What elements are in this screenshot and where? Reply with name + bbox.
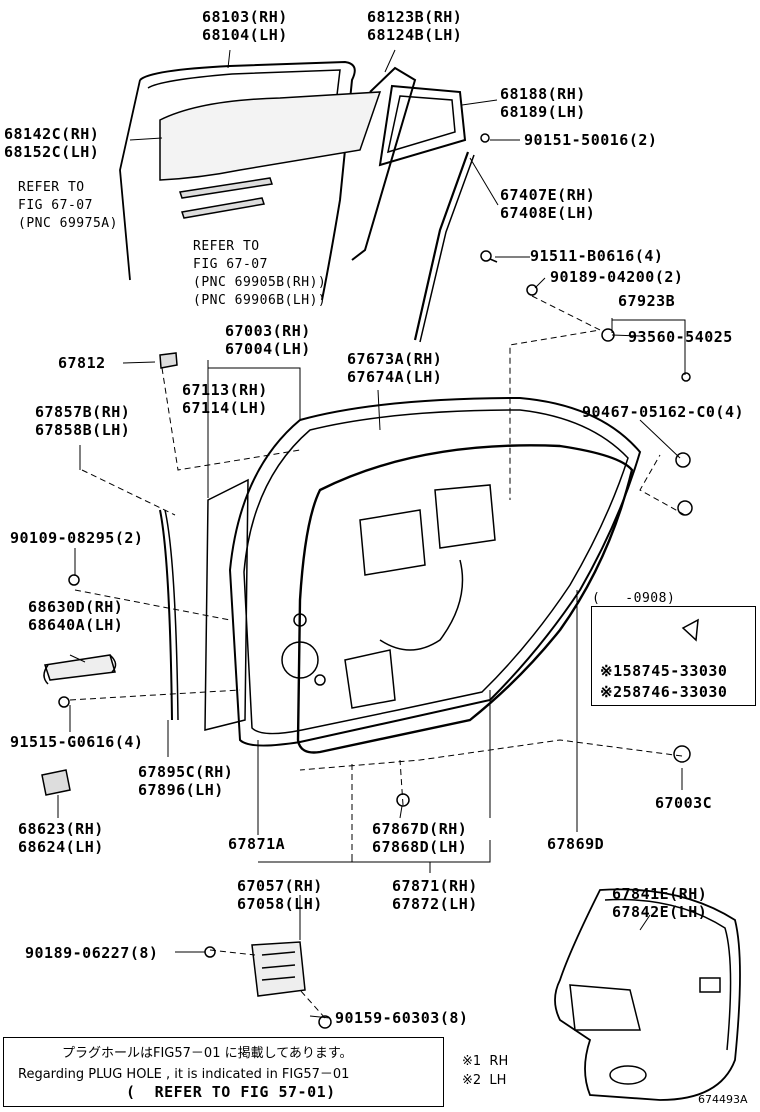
refer-note-2-line3: (PNC 69905B(RH)) xyxy=(193,275,327,290)
label-68124b: 68124B(LH) xyxy=(367,26,463,44)
door-hinge xyxy=(44,654,116,681)
label-67004: 67004(LH) xyxy=(225,340,311,358)
label-67857b: 67857B(RH) xyxy=(35,403,131,421)
label-91511: 91511-B0616(4) xyxy=(530,247,664,265)
label-67408e: 67408E(LH) xyxy=(500,204,596,222)
label-67872: 67872(LH) xyxy=(392,895,478,913)
label-68104: 68104(LH) xyxy=(202,26,288,44)
label-67673a: 67673A(RH) xyxy=(347,350,443,368)
refer-note-1-line1: REFER TO xyxy=(18,180,85,195)
door-check xyxy=(41,769,71,796)
refer-note-1-line3: (PNC 69975A) xyxy=(18,216,118,231)
label-67057: 67057(RH) xyxy=(237,877,323,895)
door-outer-panel xyxy=(228,396,642,747)
label-67812: 67812 xyxy=(58,354,106,372)
label-67867d: 67867D(RH) xyxy=(372,820,468,838)
label-67871: 67871(RH) xyxy=(392,877,478,895)
label-68142c: 68142C(RH) xyxy=(4,125,100,143)
note-line-jp: プラグホールはFIG57－01 に掲載してあります。 xyxy=(62,1046,353,1061)
label-67113: 67113(RH) xyxy=(182,381,268,399)
label-67841e: 67841E(RH) xyxy=(612,885,708,903)
label-68624: 68624(LH) xyxy=(18,838,104,856)
inset-part-1: ※158745-33030 xyxy=(600,662,728,680)
door-lock xyxy=(251,941,306,997)
label-67003: 67003(RH) xyxy=(225,322,311,340)
label-67896: 67896(LH) xyxy=(138,781,224,799)
label-90189-04200: 90189-04200(2) xyxy=(550,268,684,286)
label-67869d: 67869D xyxy=(547,835,605,853)
inset-date: ( -0908) xyxy=(592,591,676,606)
label-67871a: 67871A xyxy=(228,835,286,853)
refer-note-2-line2: FIG 67-07 xyxy=(193,257,268,272)
label-90467: 90467-05162-C0(4) xyxy=(582,403,745,421)
label-67058: 67058(LH) xyxy=(237,895,323,913)
label-91515: 91515-G0616(4) xyxy=(10,733,144,751)
label-93560: 93560-54025 xyxy=(628,328,733,346)
label-68123b: 68123B(RH) xyxy=(367,8,463,26)
label-90151: 90151-50016(2) xyxy=(524,131,658,149)
label-67842e: 67842E(LH) xyxy=(612,903,708,921)
label-67858b: 67858B(LH) xyxy=(35,421,131,439)
label-67923b: 67923B xyxy=(618,292,676,310)
refer-note-2-line1: REFER TO xyxy=(193,239,260,254)
refer-note-1-line2: FIG 67-07 xyxy=(18,198,93,213)
refer-note-2-line4: (PNC 69906B(LH)) xyxy=(193,293,327,308)
inset-part-2: ※258746-33030 xyxy=(600,683,728,701)
note-line-en: Regarding PLUG HOLE , it is indicated in… xyxy=(18,1067,350,1082)
door-trim-panel xyxy=(554,888,741,1101)
illustration-code: 674493A xyxy=(698,1093,748,1106)
label-68630d: 68630D(RH) xyxy=(28,598,124,616)
legend-rh: ※1 RH xyxy=(462,1054,509,1069)
label-67114: 67114(LH) xyxy=(182,399,268,417)
label-90109: 90109-08295(2) xyxy=(10,529,144,547)
door-glass xyxy=(159,91,382,181)
label-67868d: 67868D(LH) xyxy=(372,838,468,856)
label-68152c: 68152C(LH) xyxy=(4,143,100,161)
label-67003c: 67003C xyxy=(655,794,713,812)
inset-box xyxy=(591,606,756,706)
label-68103: 68103(RH) xyxy=(202,8,288,26)
label-90189-06227: 90189-06227(8) xyxy=(25,944,159,962)
label-67407e: 67407E(RH) xyxy=(500,186,596,204)
label-68189: 68189(LH) xyxy=(500,103,586,121)
legend-lh: ※2 LH xyxy=(462,1073,507,1088)
note-line-refer: ( REFER TO FIG 57-01) xyxy=(126,1083,336,1101)
label-68640a: 68640A(LH) xyxy=(28,616,124,634)
label-68623: 68623(RH) xyxy=(18,820,104,838)
label-67674a: 67674A(LH) xyxy=(347,368,443,386)
label-68188: 68188(RH) xyxy=(500,85,586,103)
plug-hole-note xyxy=(3,1037,444,1107)
label-90159: 90159-60303(8) xyxy=(335,1009,469,1027)
label-67895c: 67895C(RH) xyxy=(138,763,234,781)
